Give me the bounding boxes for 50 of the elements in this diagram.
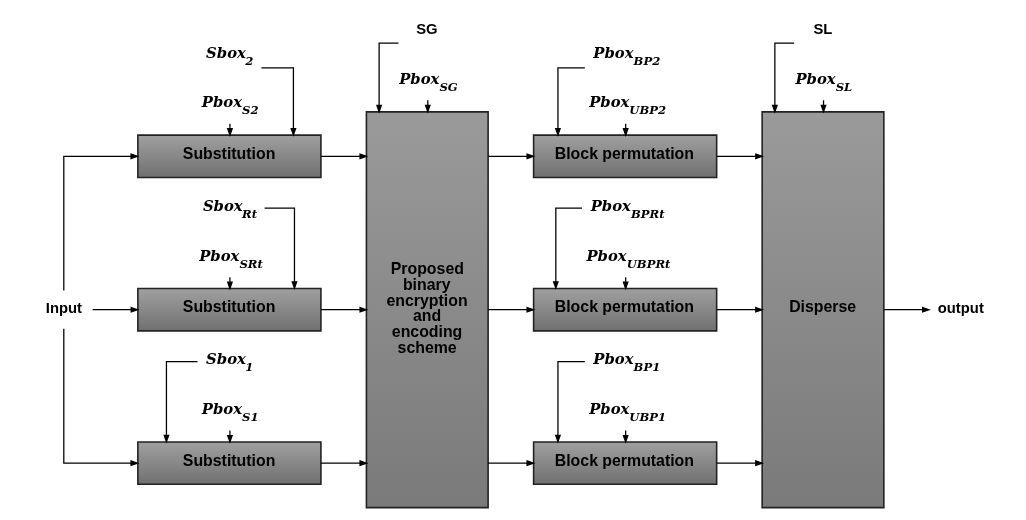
node-text: Pbox$_{BP2}$ <box>592 43 660 68</box>
arrow <box>319 460 368 467</box>
node-text: Pbox$_{S2}$ <box>201 93 259 118</box>
arrow <box>226 430 233 444</box>
arrow <box>263 207 298 291</box>
arrow <box>554 360 585 444</box>
arrow <box>91 306 139 313</box>
node-text: Pbox$_{S1}$ <box>201 400 259 425</box>
node-box: Substitution <box>136 441 322 486</box>
arrow <box>715 306 764 313</box>
node-text: Input <box>45 299 82 316</box>
node-box: Substitution <box>136 287 322 332</box>
node-text: SG <box>415 21 438 38</box>
node-text: Pbox$_{SG}$ <box>398 70 458 95</box>
node-text: Pbox$_{SL}$ <box>794 70 852 95</box>
arrow <box>715 460 764 467</box>
node-box: Proposed binary encryption and encoding scheme <box>365 111 489 509</box>
node-box: Disperse <box>760 111 885 509</box>
arrow <box>554 67 585 137</box>
node-text: Sbox$_{1}$ <box>205 350 253 375</box>
node-box: Block permutation <box>532 441 717 486</box>
node-text: Sbox$_{Rt}$ <box>202 197 257 222</box>
node-text: Pbox$_{SRt}$ <box>198 246 263 271</box>
arrow <box>62 328 139 467</box>
node-text: SL <box>812 21 832 38</box>
arrow <box>226 276 233 291</box>
arrow <box>487 460 535 467</box>
arrow <box>487 153 535 160</box>
arrow <box>375 42 399 114</box>
node-text: Pbox$_{BPRt}$ <box>590 197 665 222</box>
arrow <box>552 207 583 291</box>
arrow <box>226 123 233 137</box>
arrow <box>62 153 139 292</box>
node-box: Block permutation <box>532 287 717 332</box>
arrow <box>487 306 535 313</box>
arrow <box>319 306 368 313</box>
node-text: Pbox$_{UBPRt}$ <box>586 246 670 271</box>
node-text: Pbox$_{UBP2}$ <box>588 93 666 118</box>
arrow <box>162 360 198 444</box>
arrow <box>715 153 764 160</box>
node-text: Pbox$_{BP1}$ <box>592 350 660 375</box>
arrow <box>319 153 368 160</box>
node-text: output <box>937 299 984 316</box>
arrow <box>260 67 297 137</box>
node-text: Pbox$_{UBP1}$ <box>588 400 666 425</box>
arrow <box>771 42 795 114</box>
node-text: Sbox$_{2}$ <box>205 43 253 68</box>
node-box: Block permutation <box>532 134 717 179</box>
arrow <box>883 306 931 313</box>
node-box: Substitution <box>136 134 322 179</box>
